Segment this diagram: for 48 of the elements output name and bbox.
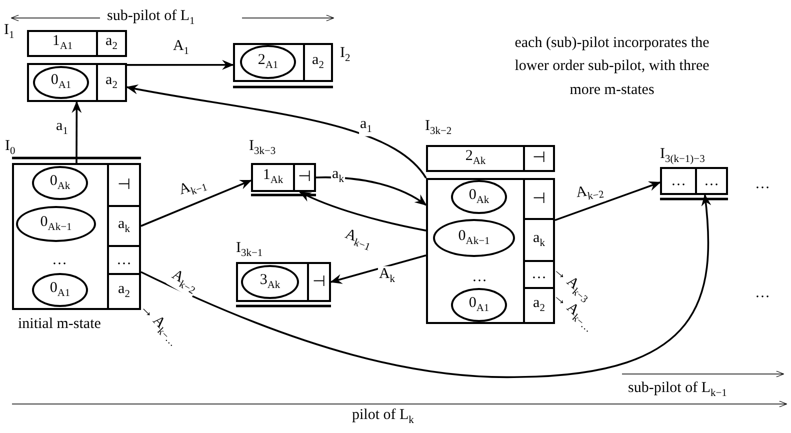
state-cell: [27, 63, 98, 102]
state-ellipse: 0$_{A1}$: [451, 288, 507, 322]
state-label: I$_{3k−3}$: [249, 138, 276, 158]
state-cell: ⊣: [307, 262, 331, 302]
arrow: [299, 191, 426, 232]
state-ellipse: 0$_{A1}$: [33, 66, 89, 99]
state-cell: a$_{2}$: [303, 43, 333, 82]
axis-label: sub-pilot of L$_{k−1}$: [628, 380, 727, 400]
state-cell: ⊣: [293, 163, 316, 192]
arrow: [126, 84, 427, 179]
state-label: I$_{2}$: [340, 45, 350, 65]
axis-label: sub-pilot of L$_{1}$: [107, 8, 195, 28]
arrow: [316, 176, 427, 206]
state-cell: a$_{2}$: [96, 63, 127, 102]
state-ellipse: 0$_{Ak}$: [451, 180, 507, 214]
state-label: I$_{3k−1}$: [236, 240, 263, 260]
state-cell: …: [660, 167, 697, 195]
state-cell: [236, 262, 309, 302]
state-ellipse: 2$_{A1}$: [240, 45, 296, 79]
state-cell: ⊣: [523, 145, 555, 172]
state-label: I$_{1}$: [4, 22, 14, 42]
state-cell: a$_{2}$: [96, 30, 127, 57]
ellipsis-text: …: [755, 176, 770, 192]
ellipsis-text: …: [755, 285, 770, 302]
state-label: I$_{3(k−1)−3}$: [660, 146, 705, 166]
arrow: [140, 180, 252, 227]
state-cell: 2$_{Ak}$: [426, 145, 525, 172]
ellipsis-text: …: [472, 269, 487, 286]
state-cell: …: [695, 167, 728, 195]
state-cell: 1$_{A1}$: [27, 30, 98, 57]
ellipsis-text: …: [52, 252, 67, 268]
state-cell: [233, 43, 305, 82]
arrow: [554, 181, 661, 222]
state-ellipse: 0$_{Ak−1}$: [16, 206, 96, 242]
state-ellipse: 0$_{Ak−1}$: [433, 219, 515, 257]
arrow: [72, 101, 82, 163]
arrow: [140, 194, 711, 378]
axis-label: pilot of L$_{k}$: [352, 407, 414, 427]
arrow: [330, 254, 426, 284]
note: each (sub)-pilot incorporates the lower order sub-pilot, with three more m-states: [514, 34, 710, 100]
state-ellipse: 0$_{A1}$: [32, 273, 88, 307]
arrow: [127, 60, 234, 70]
state-label: I$_{3k−2}$: [425, 118, 452, 138]
state-cell: 1$_{Ak}$: [251, 163, 295, 192]
state-label: I$_{0}$: [5, 138, 16, 158]
state-label: initial m-state: [18, 316, 101, 332]
state-ellipse: 0$_{Ak}$: [32, 166, 88, 200]
state-ellipse: 3$_{Ak}$: [241, 265, 299, 299]
